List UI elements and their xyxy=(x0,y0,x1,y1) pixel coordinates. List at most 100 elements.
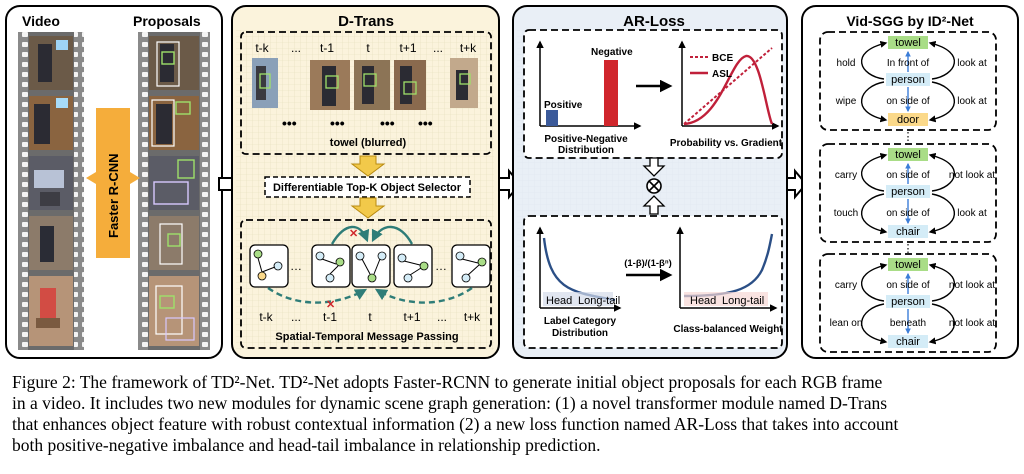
arloss-title: AR-Loss xyxy=(623,13,685,30)
dtrans-title: D-Trans xyxy=(338,13,394,30)
svg-text:…: … xyxy=(435,259,447,273)
arloss-panel: AR-Loss Positive Negative Positive-Negat… xyxy=(512,5,788,359)
predicate-label: In front of xyxy=(887,58,929,69)
svg-text:t-k: t-k xyxy=(259,310,273,324)
framework-figure: Video Proposals Faster R-CNN xyxy=(5,5,1019,359)
node-top xyxy=(888,148,928,161)
object-caption: towel (blurred) xyxy=(330,137,407,149)
svg-text:Distribution: Distribution xyxy=(552,328,608,339)
prob-gradient-chart: BCE ASL Probability vs. Gradient xyxy=(670,40,783,149)
node-bottom xyxy=(888,225,928,238)
video-frames: ••• ••• ••• ••• xyxy=(252,58,478,131)
dtrans-panel: D-Trans t-k ... t-1 t t+1 ... t+k ••• ••… xyxy=(231,5,500,359)
svg-text:t: t xyxy=(368,310,372,324)
class-weight-chart: Head Long-tail Class-balanced Weight xyxy=(673,226,783,335)
svg-text:Distribution: Distribution xyxy=(558,145,614,156)
svg-text:...: ... xyxy=(433,41,443,55)
topk-selector-box xyxy=(264,176,471,198)
detector-out-arrow xyxy=(130,172,140,184)
temporal-graphs: …… xyxy=(249,244,491,288)
svg-text:⋮: ⋮ xyxy=(903,131,914,143)
node-bottom-label: door xyxy=(897,114,919,126)
label-distribution-chart: Head Long-tail Label Category Distributi… xyxy=(536,226,622,339)
video-panel: Video Proposals Faster R-CNN xyxy=(5,5,223,359)
svg-text:•••: ••• xyxy=(282,115,297,131)
node-bottom xyxy=(888,113,928,126)
predicate-label: on side of xyxy=(886,96,930,107)
node-top xyxy=(888,36,928,49)
caption-line: that enhances object feature with robust… xyxy=(12,414,899,434)
negative-label: Negative xyxy=(591,47,633,58)
funnel-arrow-2 xyxy=(350,197,386,219)
detector-in-arrow xyxy=(86,172,96,184)
predicate-label: hold xyxy=(837,58,856,69)
predicate-label: carry xyxy=(835,280,857,291)
node-bottom-label: chair xyxy=(896,226,920,238)
positive-bar xyxy=(546,110,558,126)
predicate-label: not look at xyxy=(949,318,995,329)
predicate-label: wipe xyxy=(835,96,857,107)
prob-caption: Probability vs. Gradient xyxy=(670,138,783,149)
predicate-label: touch xyxy=(834,208,858,219)
faster-rcnn-box xyxy=(96,108,130,258)
predicate-label: look at xyxy=(957,58,987,69)
predicate-label: not look at xyxy=(949,170,995,181)
combine-operator xyxy=(642,157,666,215)
svg-text:...: ... xyxy=(291,310,301,324)
svg-text:⋮: ⋮ xyxy=(903,243,914,255)
predicate-label: on side of xyxy=(886,170,930,181)
message-passing-label: Spatial-Temporal Message Passing xyxy=(275,331,458,343)
svg-text:•••: ••• xyxy=(418,115,433,131)
negative-bar xyxy=(604,60,618,126)
topk-selector-label: Differentiable Top-K Object Selector xyxy=(273,182,462,194)
node-center xyxy=(886,73,930,86)
scene-graphs: towel person door hold In front of look at wip… xyxy=(819,31,997,353)
node-top-label: towel xyxy=(895,149,921,161)
svg-text:t+1: t+1 xyxy=(399,41,416,55)
frame-labels: t-k ... t-1 t t+1 ... t+k xyxy=(255,41,477,55)
video-filmstrip xyxy=(18,32,84,350)
node-bottom xyxy=(888,335,928,348)
caption-line: both positive-negative imbalance and hea… xyxy=(12,435,601,455)
predicate-label: carry xyxy=(835,170,857,181)
caption-line: in a video. It includes two new modules … xyxy=(12,393,888,413)
faster-rcnn-label: Faster R-CNN xyxy=(106,153,121,238)
message-passing-arrows: ✕ ✕ xyxy=(267,225,473,311)
pos-neg-chart: Positive Negative Positive-Negative Dist… xyxy=(536,40,642,156)
node-top xyxy=(888,258,928,271)
predicate-label: look at xyxy=(957,96,987,107)
svg-text:t+k: t+k xyxy=(464,310,481,324)
svg-text:t: t xyxy=(366,41,370,55)
node-bottom-label: chair xyxy=(896,336,920,348)
svg-text:t-k: t-k xyxy=(255,41,269,55)
svg-text:✕: ✕ xyxy=(326,299,335,311)
svg-text:•••: ••• xyxy=(380,115,395,131)
proposals-filmstrip xyxy=(138,32,210,350)
svg-text:...: ... xyxy=(291,41,301,55)
predicate-label: on side of xyxy=(886,208,930,219)
positive-label: Positive xyxy=(544,100,583,111)
proposals-title: Proposals xyxy=(133,13,201,29)
cb-formula: (1-β)/(1-βⁿ) xyxy=(624,258,672,269)
node-center-label: person xyxy=(891,296,925,308)
weight-caption: Class-balanced Weight xyxy=(673,324,783,335)
svg-text:Label Category: Label Category xyxy=(544,316,617,327)
node-top-label: towel xyxy=(895,259,921,271)
predicate-label: lean on xyxy=(830,318,863,329)
node-top-label: towel xyxy=(895,37,921,49)
node-center xyxy=(886,295,930,308)
svg-text:✕: ✕ xyxy=(349,228,358,240)
svg-text:•••: ••• xyxy=(330,115,345,131)
asl-curve xyxy=(683,54,774,126)
predicate-label: not look at xyxy=(949,280,995,291)
scene-graph-1: towel person door hold In front of look at wip… xyxy=(819,31,997,131)
svg-text:t+k: t+k xyxy=(460,41,477,55)
predicate-label: look at xyxy=(957,208,987,219)
node-center xyxy=(886,185,930,198)
node-center-label: person xyxy=(891,74,925,86)
svg-text:Positive-Negative: Positive-Negative xyxy=(544,134,628,145)
svg-text:...: ... xyxy=(437,310,447,324)
